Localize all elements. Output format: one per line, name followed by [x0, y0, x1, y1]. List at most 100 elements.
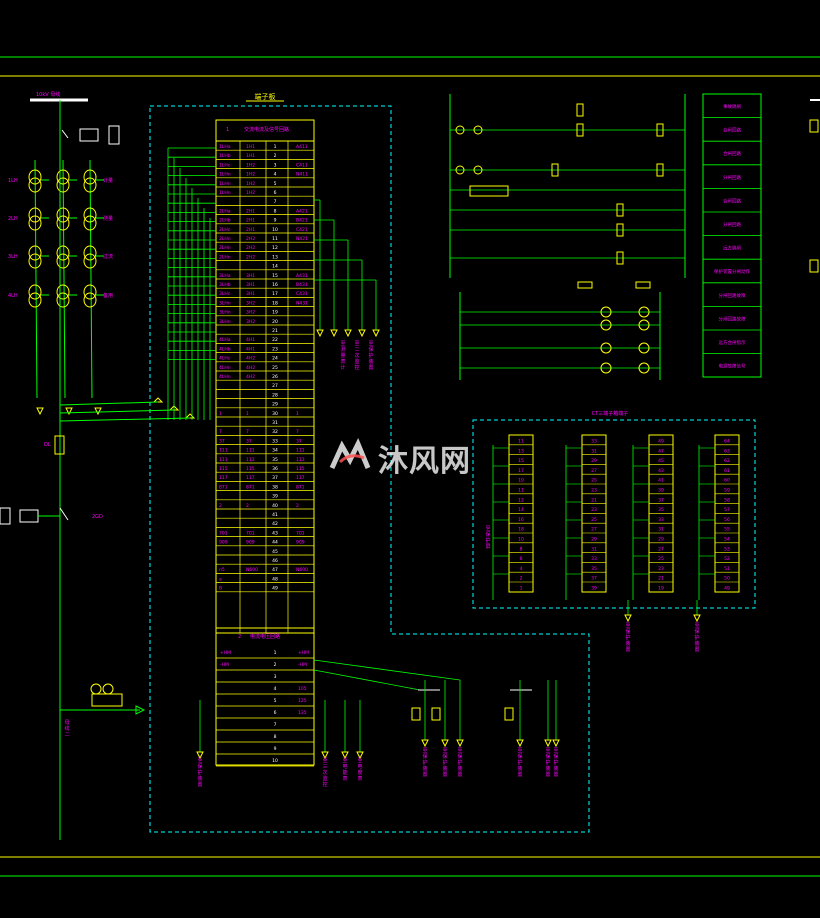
terminal-number: 36 — [272, 466, 278, 472]
ct-cell: 49 — [658, 439, 664, 445]
ct-coil — [56, 245, 70, 261]
arrow — [65, 407, 73, 416]
arrow — [341, 751, 349, 760]
label: 置 — [197, 782, 202, 788]
label: 测 — [340, 346, 345, 353]
arrow — [344, 329, 352, 338]
ct-coil — [28, 292, 42, 308]
terminal-cell: 4LHb — [219, 346, 231, 352]
lamp — [455, 165, 465, 175]
label: 置 — [517, 772, 522, 778]
terminal-number: 39 — [272, 494, 278, 500]
ct-cell: 25 — [658, 556, 664, 562]
relay-coil — [551, 163, 559, 177]
arrow — [516, 739, 524, 748]
arrow — [94, 407, 102, 416]
ct-cell: 51 — [724, 566, 730, 572]
terminal-cell: 135 — [298, 710, 307, 716]
relay-coil — [576, 103, 584, 117]
ct-cell: 10 — [518, 537, 524, 543]
lamp — [638, 362, 650, 374]
ct-cell: 64 — [724, 439, 730, 445]
terminal-cell: 2H1 — [246, 227, 255, 233]
terminal-cell: 909 — [296, 540, 305, 546]
terminal-cell: a — [219, 577, 222, 582]
arrow — [330, 329, 338, 338]
label: 至 — [553, 748, 558, 754]
terminal-number: 19 — [272, 310, 278, 316]
terminal-number: 31 — [272, 420, 278, 426]
terminal-number: 25 — [272, 365, 278, 371]
label: 线 — [64, 725, 69, 732]
terminal-cell: n5 — [219, 567, 225, 573]
terminal-cell: 701 — [296, 530, 305, 536]
terminal-cell: 2 — [296, 503, 299, 509]
wire — [59, 507, 69, 521]
ct-cell: 45 — [658, 458, 664, 464]
ct-coil — [83, 245, 97, 261]
label: 三 — [322, 764, 327, 770]
terminal-cell: N600 — [246, 567, 258, 573]
watermark: 沐风网 — [328, 436, 471, 480]
label: 保 — [368, 346, 373, 353]
wire — [59, 417, 191, 422]
terminal-block-b — [215, 627, 315, 766]
ct-coil — [56, 177, 70, 193]
ct-coil — [83, 207, 97, 223]
watermark-text: 沐风网 — [378, 444, 471, 479]
terminal-cell: B421 — [296, 218, 308, 224]
terminal-cell: 871 — [296, 484, 305, 490]
label: 装 — [368, 358, 373, 365]
label: 置 — [625, 647, 630, 653]
lamp — [638, 342, 650, 354]
label: 护 — [517, 759, 522, 766]
fuse — [635, 281, 651, 289]
terminal-number: 5 — [274, 698, 277, 704]
label: 装 — [197, 775, 202, 782]
label: 置 — [457, 772, 462, 778]
wire — [89, 159, 93, 399]
label: 至 — [485, 526, 490, 532]
relay-coil — [616, 251, 624, 265]
lamp — [638, 306, 650, 318]
ct-cell: 23 — [591, 507, 597, 513]
relay-coil — [576, 123, 584, 137]
wire — [34, 159, 38, 399]
label: 能 — [342, 769, 347, 776]
terminal-cell: 2LHn — [219, 245, 231, 251]
terminal-number: 8 — [274, 208, 277, 214]
terminal-number: 24 — [272, 356, 278, 362]
terminal-cell: 1H1 — [246, 144, 255, 150]
terminal-cell: A431 — [296, 273, 308, 279]
ct-cell: 21 — [658, 576, 664, 582]
terminal-number: 45 — [272, 549, 278, 555]
terminal-cell: 909 — [219, 540, 228, 546]
terminal-number: 37 — [272, 475, 278, 481]
ct-cell: 14 — [518, 507, 524, 513]
label: 置 — [694, 647, 699, 653]
terminal-number: 17 — [272, 291, 278, 297]
label: 置 — [442, 772, 447, 778]
ct-coil — [56, 292, 70, 308]
terminal-cell: 115 — [296, 466, 305, 472]
ct-cell: 15 — [518, 458, 524, 464]
terminal-cell: 3H2 — [246, 300, 255, 306]
ct-coil — [83, 169, 97, 185]
label: 监 — [354, 358, 359, 365]
ct-coil — [83, 215, 97, 231]
ct-cell: 29 — [591, 537, 597, 543]
legend-entry: 电源故障信号 — [719, 363, 746, 370]
terminal-number: 23 — [272, 346, 278, 352]
terminal-number: 1 — [274, 650, 277, 656]
ct-cell: 35 — [658, 507, 664, 513]
breaker-label: DL — [44, 442, 51, 448]
lamp — [600, 319, 612, 331]
terminal-cell: 4H1 — [246, 337, 255, 343]
terminal-cell: 3H1 — [246, 291, 255, 297]
arrow — [184, 413, 196, 419]
ct-coil — [56, 253, 70, 269]
terminal-cell: 701 — [219, 530, 228, 536]
ct-cell: 27 — [591, 468, 597, 474]
terminal-number: 10 — [272, 758, 278, 764]
terminal-cell: 115 — [219, 466, 228, 472]
